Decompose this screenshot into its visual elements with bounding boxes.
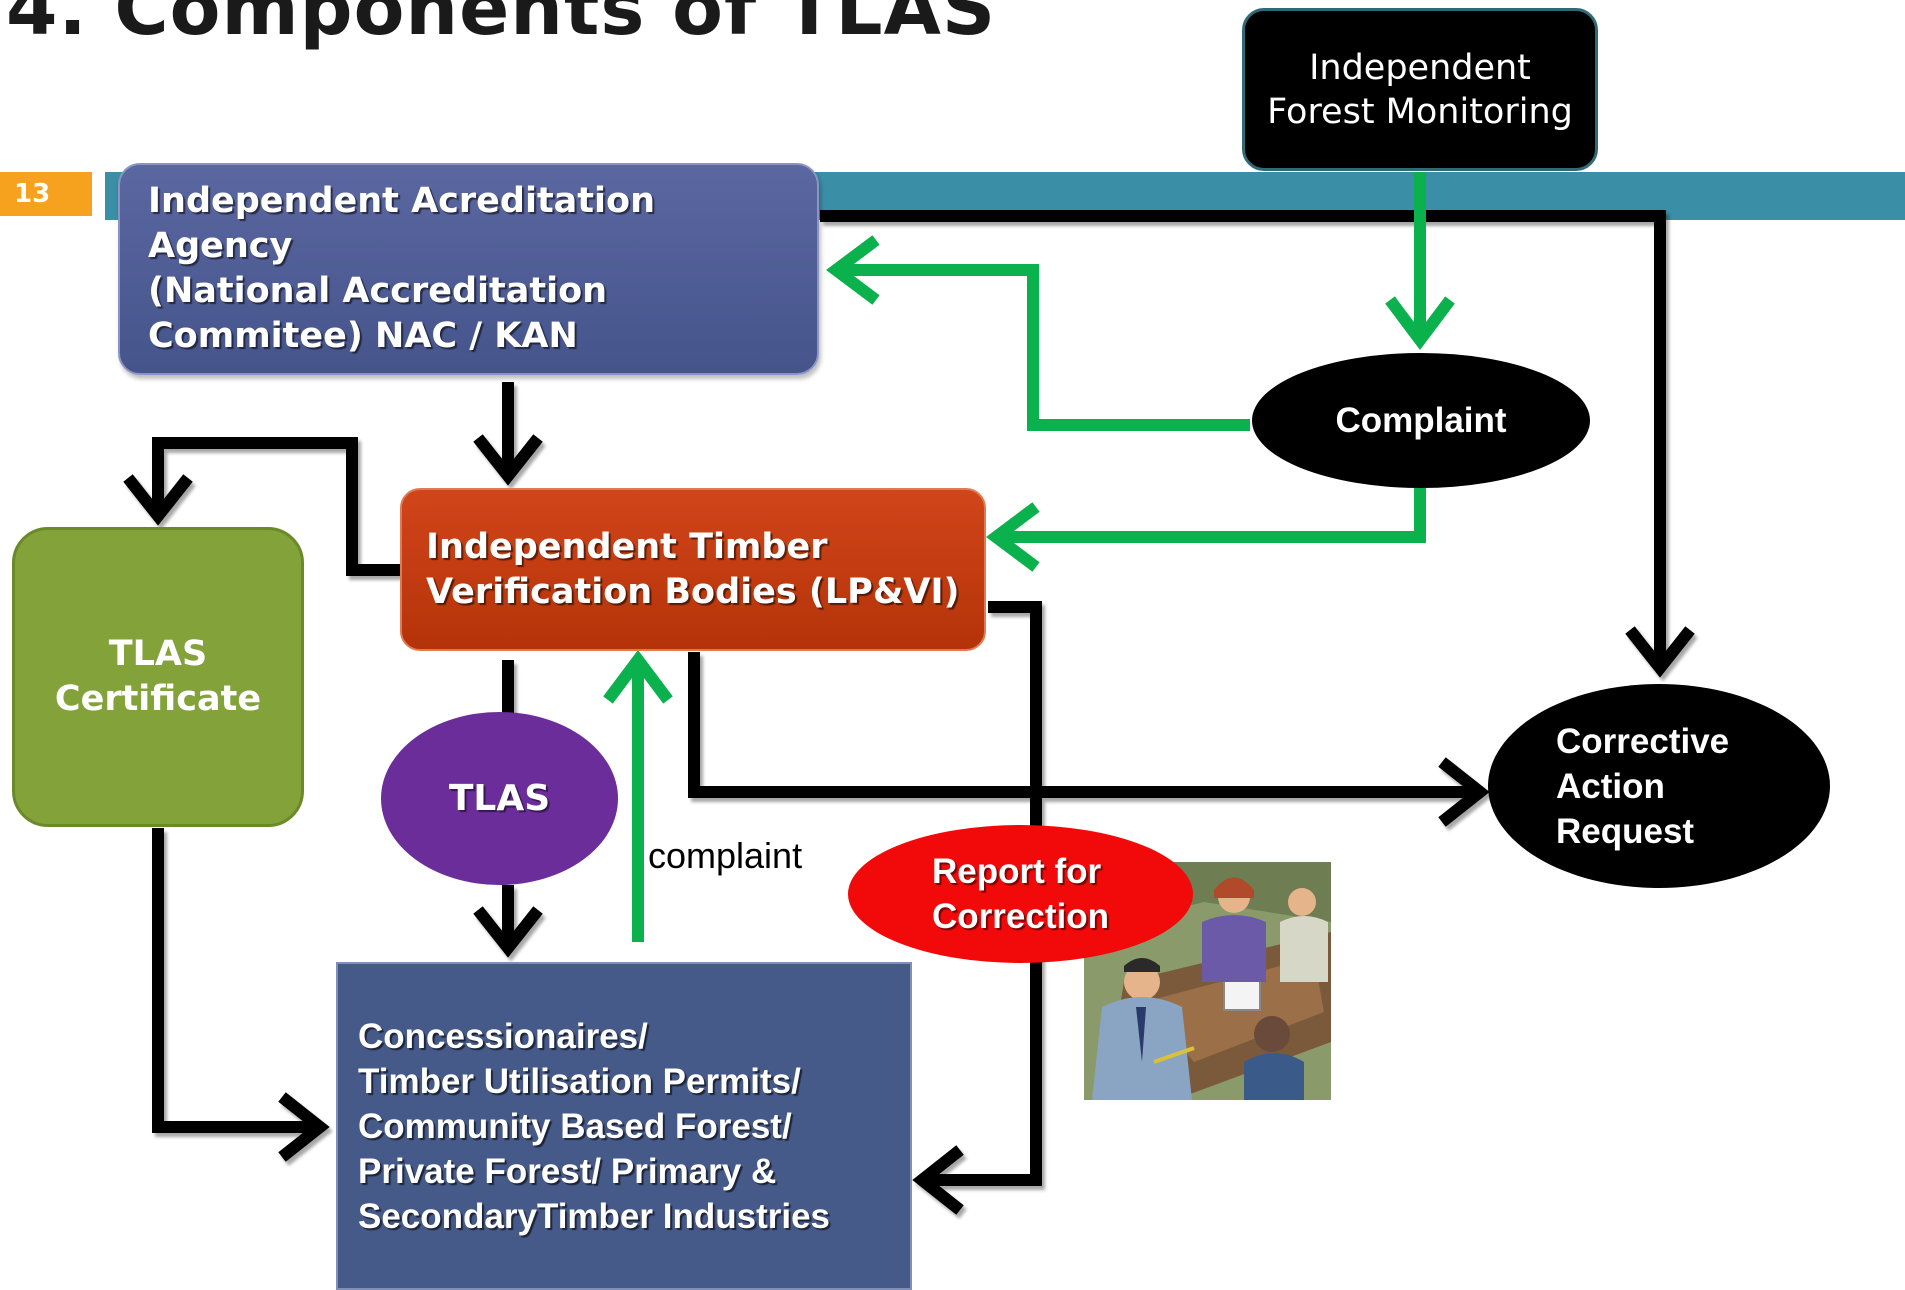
independent-forest-monitoring-node: Independent Forest Monitoring xyxy=(1242,8,1598,171)
concessionaires-node: Concessionaires/ Timber Utilisation Perm… xyxy=(336,962,912,1290)
meeting-clipart-icon xyxy=(1084,862,1331,1100)
corrective-action-request-label: Corrective Action Request xyxy=(1556,721,1730,851)
complaint-edge-label: complaint xyxy=(648,835,803,876)
report-for-correction-label: Report for Correction xyxy=(932,852,1109,936)
arrowhead xyxy=(912,1145,964,1215)
accreditation-agency-label: Independent Acreditation Agency (Nationa… xyxy=(148,181,655,356)
report-for-correction-node: Report for Correction xyxy=(848,825,1193,963)
slide-title: 4. Components of TLAS xyxy=(6,0,997,52)
green-arrowhead xyxy=(1385,296,1455,350)
green-arrowhead xyxy=(826,235,880,305)
tlas-certificate-label: TLAS Certificate xyxy=(54,634,262,719)
arrowhead xyxy=(1625,626,1695,678)
accreditation-agency-node: Independent Acreditation Agency (Nationa… xyxy=(118,163,819,375)
tlas-node: TLAS xyxy=(381,712,618,885)
complaint-node-label: Complaint xyxy=(1335,400,1507,440)
arrowhead xyxy=(123,474,193,526)
corrective-action-request-node: Corrective Action Request xyxy=(1488,684,1830,888)
concessionaires-label: Concessionaires/ Timber Utilisation Perm… xyxy=(358,1016,831,1236)
verification-bodies-label: Independent Timber Verification Bodies (… xyxy=(426,526,960,612)
green-arrowhead xyxy=(986,502,1040,572)
green-arrow-complaint-to-accreditation xyxy=(840,264,1250,431)
green-arrowhead xyxy=(603,650,673,704)
complaint-node: Complaint xyxy=(1252,353,1590,488)
independent-forest-monitoring-label: Independent Forest Monitoring xyxy=(1267,47,1573,132)
page-number-badge: 13 xyxy=(0,172,92,216)
arrowhead xyxy=(278,1092,330,1162)
tlas-node-label: TLAS xyxy=(448,778,551,819)
arrow-verification-to-corrective-action xyxy=(688,652,1478,798)
arrowhead xyxy=(1438,757,1490,827)
arrowhead xyxy=(473,906,543,958)
tlas-certificate-node: TLAS Certificate xyxy=(12,527,304,827)
arrow-verification-to-certificate xyxy=(152,437,401,576)
arrow-accreditation-to-corrective-action xyxy=(820,210,1666,665)
arrowhead xyxy=(473,434,543,486)
arrow-certificate-to-concessionaires xyxy=(152,828,318,1133)
verification-bodies-node: Independent Timber Verification Bodies (… xyxy=(400,488,986,651)
green-arrow-complaint-to-verification xyxy=(1000,488,1426,543)
